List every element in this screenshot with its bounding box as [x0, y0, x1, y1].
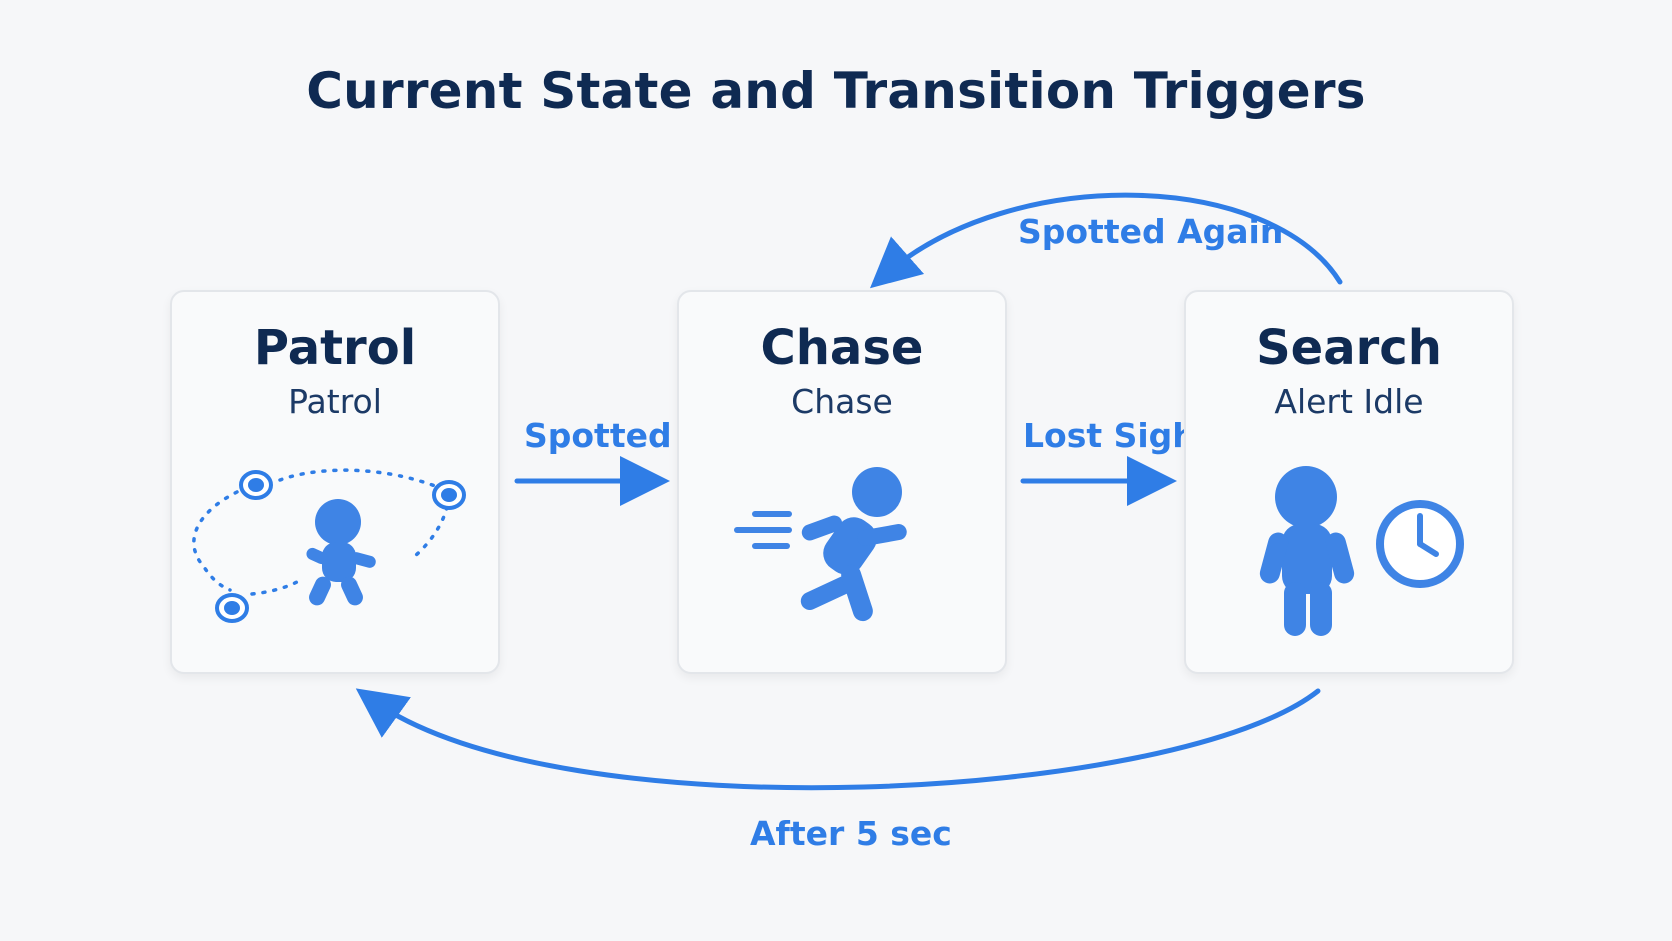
lost-sight-label: Lost Sight [1023, 416, 1212, 455]
state-title: Search [1256, 320, 1442, 376]
diagram-title: Current State and Transition Triggers [306, 62, 1366, 120]
clock-icon [1376, 500, 1464, 588]
state-subtitle: Chase [791, 382, 893, 421]
after-5-sec-label: After 5 sec [750, 814, 952, 853]
after-5-sec-arrow [355, 688, 1321, 791]
state-title: Patrol [253, 320, 417, 376]
state-subtitle: Alert Idle [1274, 382, 1424, 421]
spotted-again-label: Spotted Again [1018, 212, 1284, 251]
patrol-figure-icon [192, 468, 466, 623]
state-subtitle: Patrol [288, 382, 382, 421]
state-card-chase: Chase Chase [677, 290, 1007, 674]
spotted-again-arrow [869, 192, 1343, 289]
standing-figure-icon [1259, 466, 1464, 636]
state-card-search: Search Alert Idle [1184, 290, 1514, 674]
state-card-patrol: Patrol Patrol [170, 290, 500, 674]
running-figure-icon [734, 467, 907, 622]
state-title: Chase [760, 320, 924, 376]
spotted-label: Spotted [524, 416, 672, 455]
